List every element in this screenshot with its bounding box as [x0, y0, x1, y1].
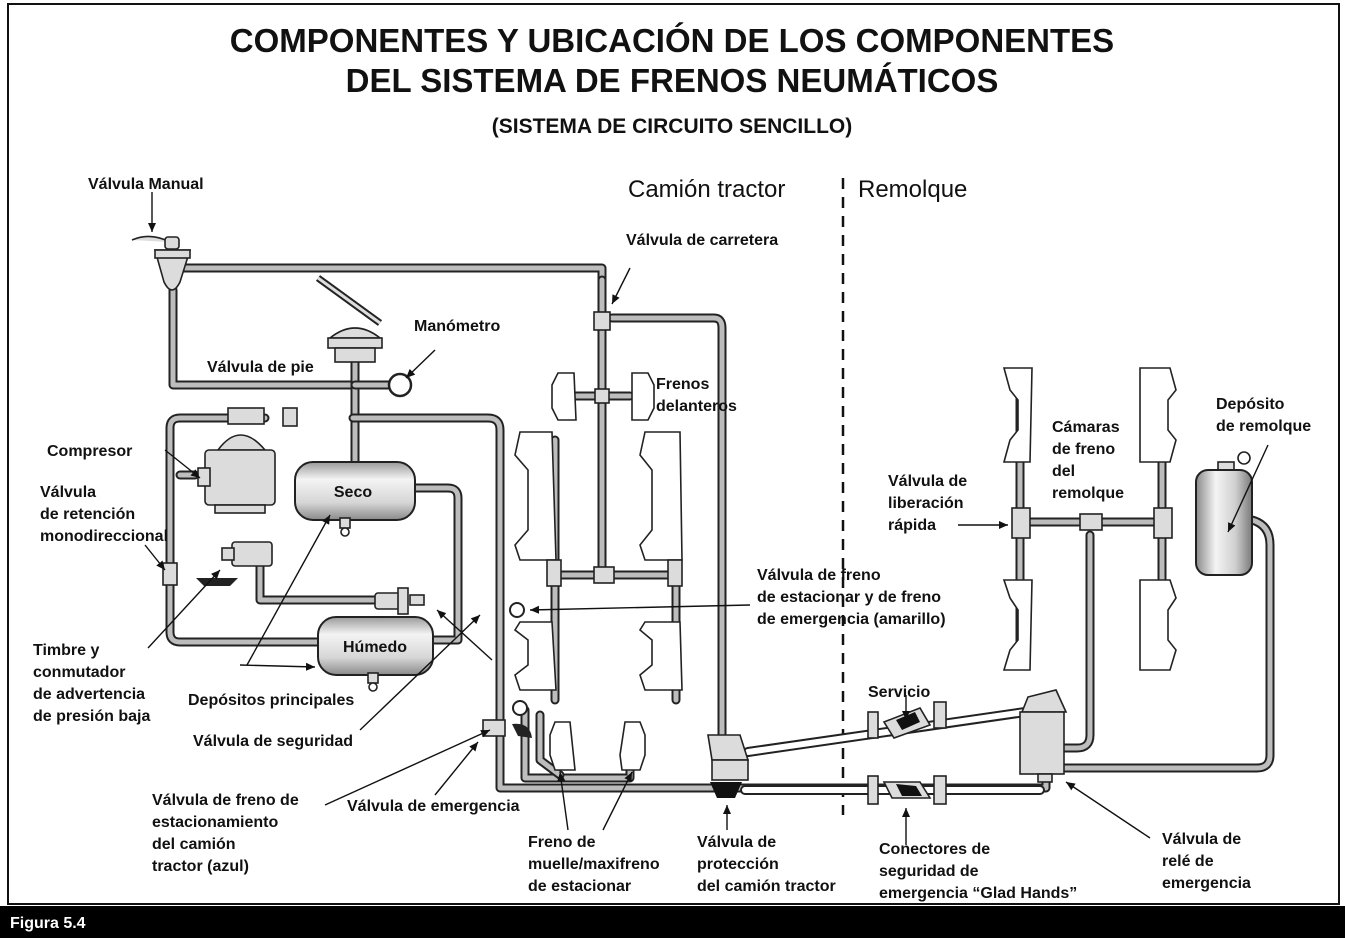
tractor-brake-chambers	[513, 372, 683, 771]
label-timbre: Timbre y conmutador de advertencia de pr…	[33, 642, 150, 725]
label-deposito-remolque: Depósito de remolque	[1216, 396, 1311, 435]
pressure-gauge	[387, 372, 413, 398]
safety-valve	[374, 587, 425, 615]
label-valvula-manual: Válvula Manual	[88, 176, 204, 193]
section-trailer: Remolque	[858, 176, 967, 203]
trailer-reservoir	[1195, 451, 1253, 576]
highway-valve	[593, 311, 611, 331]
label-conectores: Conectores de seguridad de emergencia “G…	[879, 841, 1077, 902]
label-valvula-emergencia: Válvula de emergencia	[347, 798, 520, 815]
title-line-1: COMPONENTES Y UBICACIÓN DE LOS COMPONENT…	[230, 22, 1114, 59]
wet-tank	[317, 616, 434, 692]
wet-tank-label: Húmedo	[343, 639, 407, 656]
border	[7, 3, 1340, 905]
label-freno-estacionar-amarillo: Válvula de freno de estacionar y de fren…	[757, 567, 946, 628]
front-brake-tee	[594, 388, 610, 404]
label-valvula-seguridad: Válvula de seguridad	[193, 733, 353, 750]
label-servicio: Servicio	[868, 684, 930, 701]
label-freno-estacionamiento-azul: Válvula de freno de estacionamiento del …	[152, 792, 303, 875]
trailer-brake-chambers	[1002, 367, 1177, 671]
label-liberacion-rapida: Válvula de liberación rápida	[888, 473, 972, 534]
label-freno-muelle: Freno de muelle/maxifreno de estacionar	[528, 834, 664, 895]
subtitle: (SISTEMA DE CIRCUITO SENCILLO)	[492, 115, 853, 138]
leader-arrows	[144, 192, 1269, 845]
label-depositos-principales: Depósitos principales	[188, 692, 354, 709]
figure-caption-bar	[0, 906, 1345, 938]
section-tractor: Camión tractor	[628, 176, 785, 203]
dry-tank	[294, 461, 416, 537]
emergency-gladhand	[867, 775, 947, 805]
hand-valve	[131, 235, 192, 291]
label-valvula-pie: Válvula de pie	[207, 359, 314, 376]
dry-tank-label: Seco	[334, 484, 372, 501]
tractor-protection-valve	[707, 734, 750, 798]
service-gladhand	[867, 701, 947, 739]
figure-caption: Figura 5.4	[10, 915, 86, 932]
label-valvula-rele: Válvula de relé de emergencia	[1162, 831, 1251, 892]
check-valve	[162, 562, 178, 586]
label-manometro: Manómetro	[414, 318, 500, 335]
label-valvula-carretera: Válvula de carretera	[626, 232, 778, 249]
park-valve-yellow	[509, 602, 525, 618]
label-camaras-remolque: Cámaras de freno del remolque	[1052, 419, 1124, 502]
label-valvula-proteccion: Válvula de protección del camión tractor	[697, 834, 836, 895]
label-compresor: Compresor	[47, 443, 132, 460]
compressor	[197, 407, 298, 514]
park-valve-blue	[482, 700, 532, 738]
label-frenos-delanteros: Frenos delanteros	[656, 376, 737, 415]
title-line-2: DEL SISTEMA DE FRENOS NEUMÁTICOS	[346, 62, 999, 99]
emergency-relay-valve	[1019, 689, 1068, 783]
foot-valve	[315, 275, 383, 363]
label-valvula-retencion: Válvula de retención monodireccional	[40, 484, 168, 545]
